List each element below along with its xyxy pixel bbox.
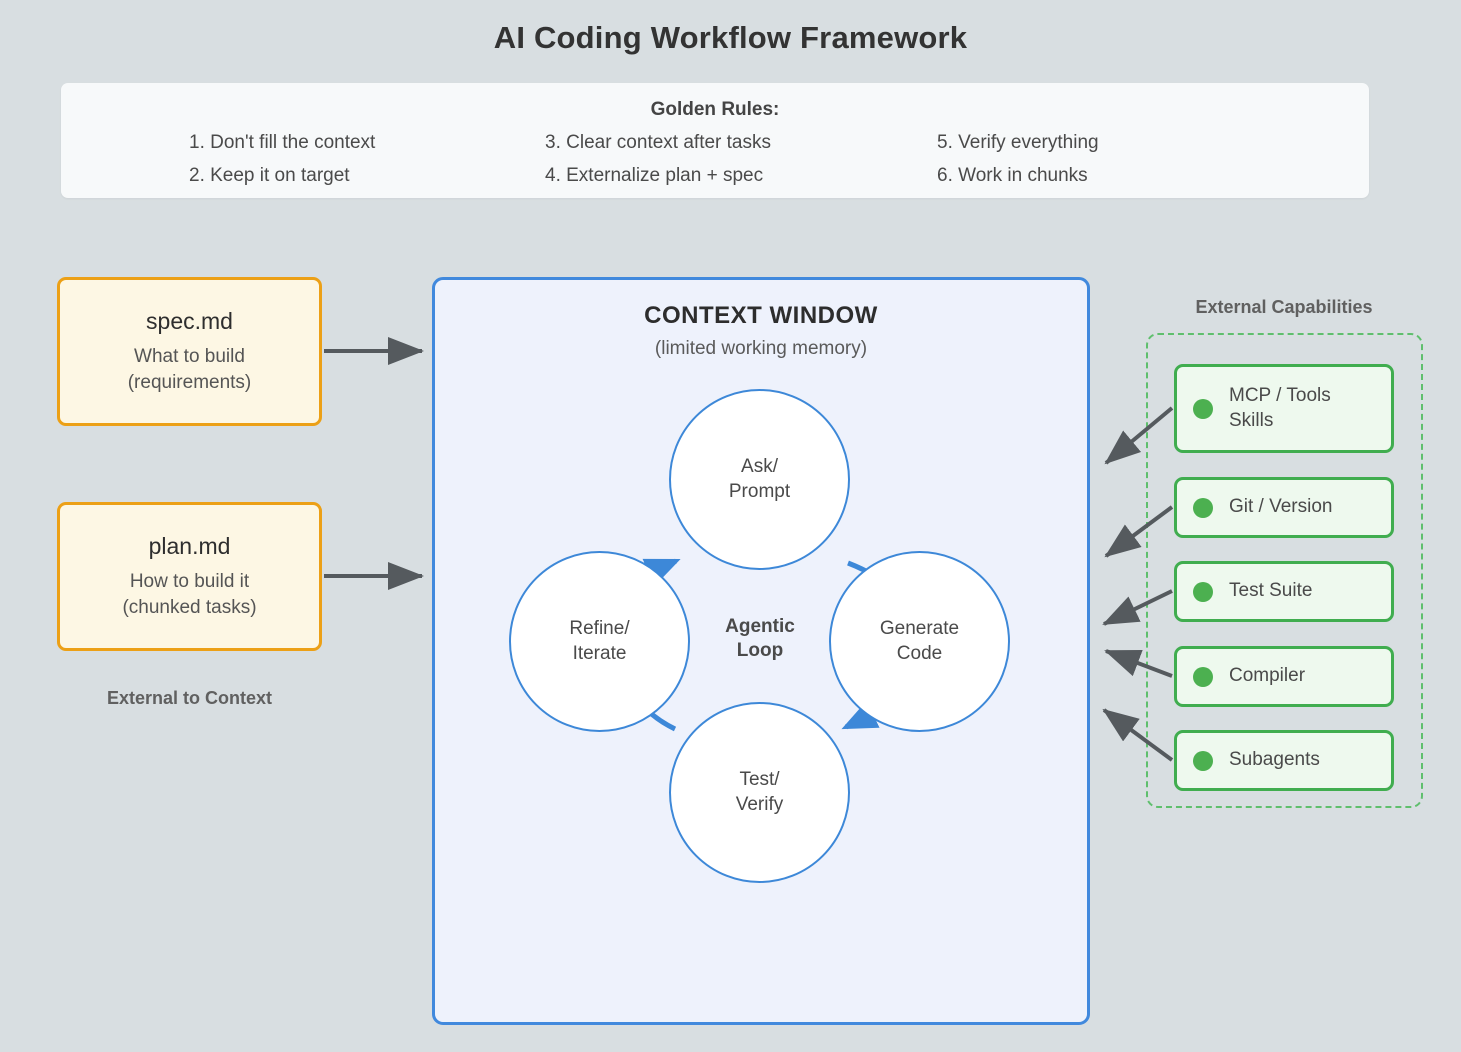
capability-label: Compiler: [1229, 665, 1306, 687]
golden-rule-item: 3. Clear context after tasks: [545, 132, 771, 153]
doc-description-line: How to build it: [129, 571, 250, 593]
external-capabilities-caption: External Capabilities: [1195, 297, 1373, 317]
loop-node-refine-iterate[interactable]: Refine/ Iterate: [509, 551, 690, 732]
golden-rules-column: 1. Don't fill the context 2. Keep it on …: [171, 129, 513, 189]
capability-label: Test Suite: [1229, 580, 1313, 602]
loop-node-ask-prompt[interactable]: Ask/ Prompt: [669, 389, 850, 570]
loop-node-label-line1: Refine/: [569, 617, 630, 639]
loop-node-label-line2: Verify: [735, 793, 784, 815]
golden-rules-column: 3. Clear context after tasks 4. External…: [513, 129, 869, 189]
doc-description-line: (chunked tasks): [122, 596, 257, 618]
doc-box-spec[interactable]: spec.md What to build (requirements): [57, 277, 322, 426]
context-window-subtitle: (limited working memory): [654, 338, 868, 359]
external-to-context-caption: External to Context: [106, 688, 273, 708]
doc-title: plan.md: [148, 533, 231, 560]
loop-node-label-line2: Prompt: [728, 480, 791, 502]
context-window-title: CONTEXT WINDOW: [644, 302, 878, 329]
loop-node-generate-code[interactable]: Generate Code: [829, 551, 1010, 732]
status-dot-icon: [1193, 398, 1213, 419]
loop-node-label-line1: Ask/: [741, 455, 778, 477]
capability-box-git-version[interactable]: Git / Version: [1174, 477, 1394, 538]
doc-description-line: (requirements): [127, 371, 252, 393]
status-dot-icon: [1193, 497, 1213, 518]
status-dot-icon: [1193, 581, 1213, 602]
doc-description-line: What to build: [134, 346, 245, 368]
golden-rule-item: 6. Work in chunks: [937, 164, 1088, 186]
capability-label: Subagents: [1229, 749, 1320, 771]
doc-box-plan[interactable]: plan.md How to build it (chunked tasks): [57, 502, 322, 651]
capability-box-test-suite[interactable]: Test Suite: [1174, 561, 1394, 622]
golden-rule-item: 4. Externalize plan + spec: [545, 164, 764, 186]
page-title: AI Coding Workflow Framework: [493, 20, 968, 55]
capability-box-subagents[interactable]: Subagents: [1174, 730, 1394, 791]
capability-label: MCP / Tools Skills: [1229, 384, 1331, 431]
golden-rules-column: 5. Verify everything 6. Work in chunks: [869, 129, 1261, 189]
capability-label: Git / Version: [1229, 496, 1333, 518]
golden-rules-panel: Golden Rules: 1. Don't fill the context …: [61, 83, 1369, 198]
golden-rules-columns: 1. Don't fill the context 2. Keep it on …: [171, 129, 1261, 189]
agentic-loop-label-line1: Agentic: [725, 616, 795, 637]
golden-rule-item: 2. Keep it on target: [189, 164, 350, 186]
doc-title: spec.md: [146, 308, 233, 335]
loop-node-test-verify[interactable]: Test/ Verify: [669, 702, 850, 883]
loop-node-label-line1: Generate: [879, 617, 960, 639]
status-dot-icon: [1193, 750, 1213, 771]
agentic-loop-label: Agentic Loop: [690, 615, 830, 663]
loop-node-label-line2: Code: [896, 642, 943, 664]
loop-node-label-line1: Test/: [739, 768, 780, 790]
status-dot-icon: [1193, 666, 1213, 687]
golden-rule-item: 1. Don't fill the context: [189, 132, 376, 153]
golden-rules-heading: Golden Rules:: [650, 99, 780, 120]
external-capabilities-group: [1146, 333, 1423, 808]
capability-box-compiler[interactable]: Compiler: [1174, 646, 1394, 707]
golden-rule-item: 5. Verify everything: [937, 132, 1099, 153]
capability-box-mcp-tools[interactable]: MCP / Tools Skills: [1174, 364, 1394, 453]
loop-node-label-line2: Iterate: [572, 642, 627, 664]
agentic-loop-label-line2: Loop: [736, 639, 784, 661]
